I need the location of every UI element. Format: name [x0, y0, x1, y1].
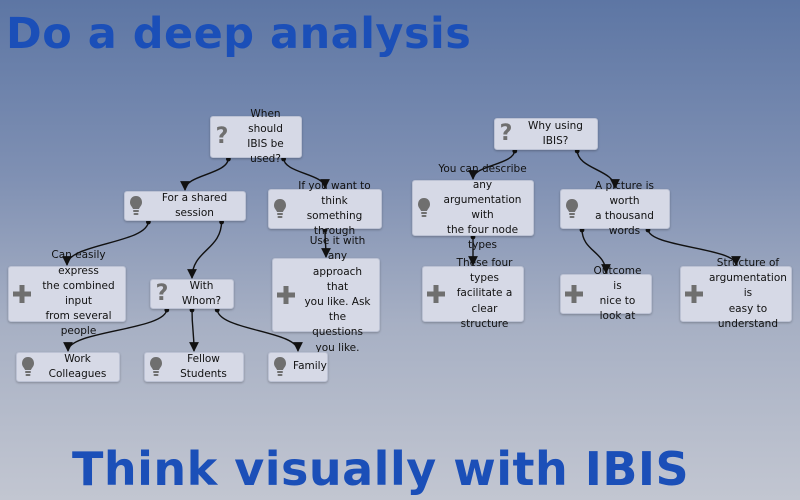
node-shared-session[interactable]: For a shared session [124, 191, 246, 221]
edge-when-ibis-to-think-through [282, 157, 330, 189]
edge-with-whom-to-work-colleagues [63, 308, 168, 352]
edge-picture-worth-to-structure-easy [647, 228, 741, 266]
lightbulb-icon [417, 197, 431, 219]
node-any-approach[interactable]: Use it with any approach that you like. … [272, 235, 380, 354]
edge-shared-session-to-express-input [62, 220, 150, 266]
node-express-input[interactable]: Can easily express the combined input fr… [8, 249, 126, 337]
node-outcome-nice[interactable]: Outcome is nice to look at [560, 265, 652, 322]
node-label: Can easily express the combined input fr… [42, 249, 115, 338]
node-fellow-students[interactable]: Fellow Students [144, 352, 244, 382]
node-structure-easy[interactable]: Structure of argumentation is easy to un… [680, 257, 792, 330]
lightbulb-icon [129, 195, 143, 217]
node-label: Use it with any approach that you like. … [304, 235, 371, 354]
edge-when-ibis-to-shared-session [180, 157, 230, 191]
node-label: These four types facilitate a clear stru… [456, 256, 513, 330]
lightbulb-icon [149, 356, 163, 378]
node-picture-worth[interactable]: A picture is worth a thousand words [560, 180, 670, 237]
edge-picture-worth-to-outcome-nice [581, 228, 611, 274]
node-describe-argumentation[interactable]: You can describe any argumentation with … [412, 163, 534, 251]
node-label: A picture is worth a thousand words [595, 179, 654, 238]
node-label: Why using IBIS? [528, 119, 583, 147]
question-icon: ? [499, 121, 513, 146]
edge-with-whom-to-fellow-students [189, 308, 199, 352]
node-think-through[interactable]: If you want to think something through [268, 180, 382, 237]
node-when-ibis[interactable]: ? When should IBIS be used? [210, 108, 302, 165]
node-label: If you want to think something through [298, 179, 371, 238]
node-label: With Whom? [181, 279, 222, 307]
plus-icon [427, 285, 445, 303]
edge-with-whom-to-family [216, 308, 303, 352]
edge-why-ibis-to-picture-worth [576, 149, 620, 189]
plus-icon [13, 285, 31, 303]
node-work-colleagues[interactable]: Work Colleagues [16, 352, 120, 382]
headline-top: Do a deep analysis [6, 9, 472, 59]
node-label: Fellow Students [180, 352, 227, 380]
node-why-ibis[interactable]: ? Why using IBIS? [494, 118, 598, 150]
node-label: Family [293, 360, 327, 373]
node-label: When should IBIS be used? [247, 107, 284, 166]
node-label: Work Colleagues [48, 352, 107, 380]
lightbulb-icon [21, 356, 35, 378]
question-icon: ? [215, 124, 229, 149]
question-icon: ? [155, 281, 169, 306]
node-label: For a shared session [161, 191, 228, 219]
plus-icon [565, 285, 583, 303]
lightbulb-icon [565, 198, 579, 220]
node-four-types[interactable]: These four types facilitate a clear stru… [422, 257, 524, 330]
node-label: You can describe any argumentation with … [438, 163, 527, 252]
node-family[interactable]: Family [268, 352, 328, 382]
node-label: Structure of argumentation is easy to un… [709, 256, 787, 330]
edge-shared-session-to-with-whom [187, 220, 223, 279]
plus-icon [685, 285, 703, 303]
headline-bottom: Think visually with IBIS [72, 442, 690, 496]
node-label: Outcome is nice to look at [593, 264, 642, 323]
node-with-whom[interactable]: ? With Whom? [150, 279, 234, 309]
lightbulb-icon [273, 198, 287, 220]
edge-why-ibis-to-describe-argumentation [468, 149, 516, 180]
lightbulb-icon [273, 356, 287, 378]
plus-icon [277, 286, 295, 304]
